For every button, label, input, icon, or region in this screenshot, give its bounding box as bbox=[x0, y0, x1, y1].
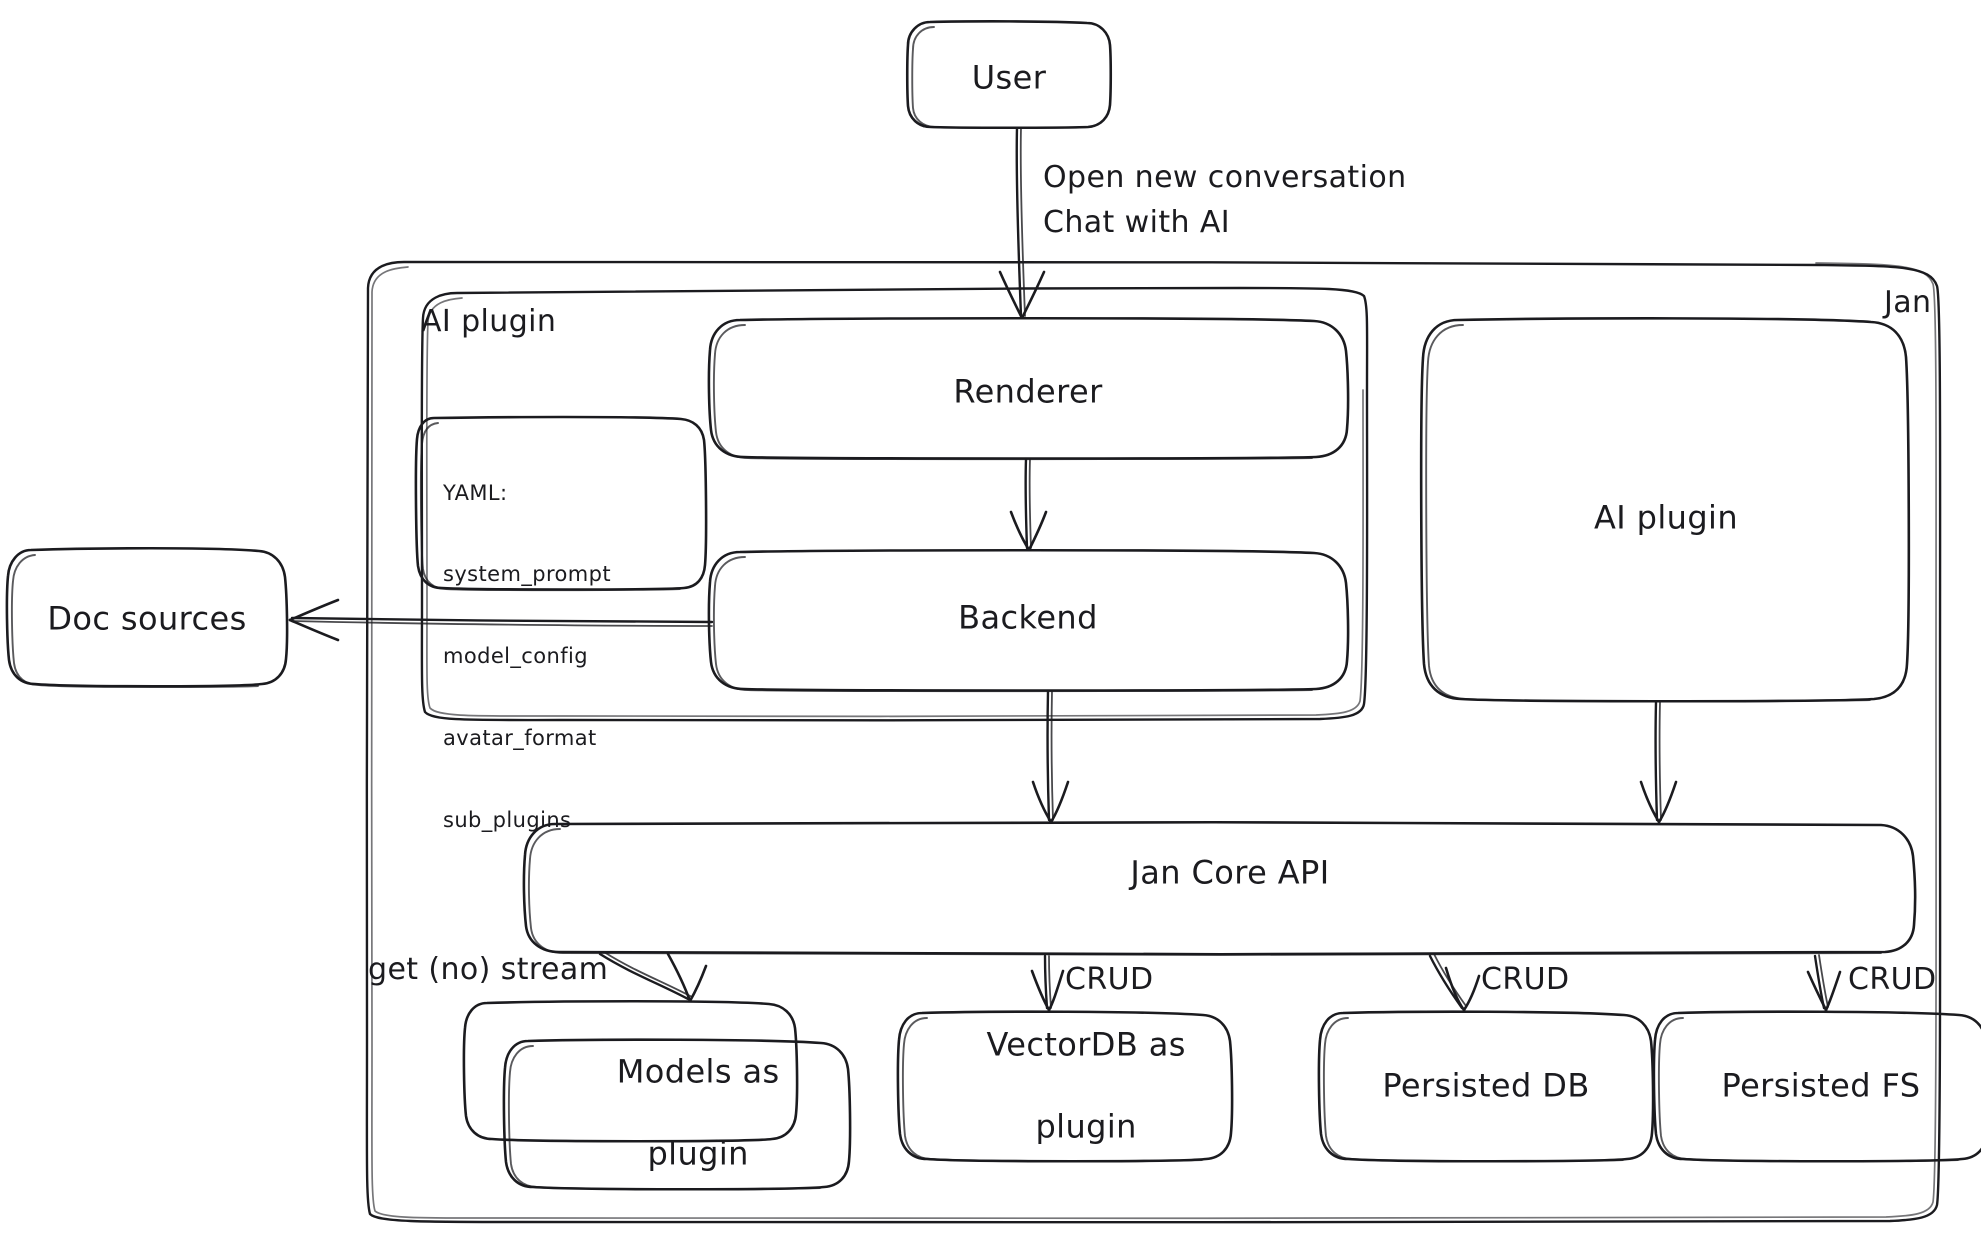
yaml-note-shape bbox=[414, 415, 708, 592]
yaml-note-text: YAML: system_prompt model_config avatar_… bbox=[443, 425, 611, 889]
node-label-models-plugin-line1: Models as bbox=[616, 1052, 780, 1091]
node-persisted-db-shape bbox=[1317, 1010, 1655, 1163]
node-label-models-plugin-line2: plugin bbox=[647, 1134, 749, 1173]
node-models-plugin-shape bbox=[502, 1038, 852, 1191]
node-label-vectordb-plugin-line1: VectorDB as bbox=[986, 1025, 1186, 1064]
node-backend-shape bbox=[707, 548, 1350, 693]
yaml-key-system-prompt: system_prompt bbox=[443, 562, 611, 587]
node-label-persisted-fs[interactable]: Persisted FS bbox=[1721, 1066, 1921, 1105]
node-label-vectordb-plugin[interactable]: VectorDB as plugin bbox=[944, 984, 1186, 1189]
edge-label-open-new-conversation: Open new conversation bbox=[1043, 160, 1407, 195]
edge-label-crud-vectordb: CRUD bbox=[1065, 962, 1154, 997]
edge-renderer-to-backend bbox=[1009, 457, 1048, 552]
node-models-plugin-back-shape bbox=[462, 999, 799, 1143]
node-persisted-fs-shape bbox=[1652, 1010, 1981, 1163]
yaml-key-sub-plugins: sub_plugins bbox=[443, 808, 572, 833]
node-label-doc-sources[interactable]: Doc sources bbox=[47, 599, 247, 638]
edge-label-crud-persisted-fs: CRUD bbox=[1848, 962, 1937, 997]
edge-label-get-no-stream: get (no) stream bbox=[368, 952, 609, 987]
yaml-key-avatar-format: avatar_format bbox=[443, 726, 597, 751]
node-label-user[interactable]: User bbox=[971, 58, 1047, 97]
node-label-ai-plugin[interactable]: AI plugin bbox=[1593, 498, 1739, 537]
container-jan bbox=[365, 260, 1942, 1224]
container-label-ai-plugin: AI plugin bbox=[421, 304, 557, 339]
container-label-jan: Jan bbox=[1884, 285, 1932, 320]
node-label-renderer[interactable]: Renderer bbox=[953, 372, 1103, 411]
yaml-heading: YAML: bbox=[443, 480, 508, 505]
yaml-key-model-config: model_config bbox=[443, 644, 588, 669]
node-vectordb-plugin-shape bbox=[896, 1010, 1234, 1163]
edge-ai-plugin-to-core-api bbox=[1639, 700, 1678, 824]
node-label-backend[interactable]: Backend bbox=[958, 598, 1098, 637]
edge-core-api-to-persisted-db bbox=[1428, 953, 1481, 1012]
node-label-persisted-db[interactable]: Persisted DB bbox=[1382, 1066, 1590, 1105]
node-label-jan-core-api[interactable]: Jan Core API bbox=[1130, 853, 1330, 892]
edge-user-to-renderer bbox=[998, 126, 1046, 320]
node-label-models-plugin[interactable]: Models as plugin bbox=[574, 1011, 779, 1216]
node-user-shape bbox=[905, 20, 1113, 130]
node-label-vectordb-plugin-line2: plugin bbox=[1035, 1107, 1137, 1146]
edge-backend-to-doc-sources bbox=[288, 598, 714, 642]
edge-core-api-to-vectordb bbox=[1030, 954, 1065, 1012]
edge-label-chat-with-ai: Chat with AI bbox=[1043, 205, 1230, 240]
edge-core-api-to-models bbox=[598, 951, 708, 1003]
node-jan-core-api-shape bbox=[522, 820, 1917, 956]
edge-label-crud-persisted-db: CRUD bbox=[1481, 962, 1570, 997]
node-renderer-shape bbox=[707, 316, 1350, 461]
edge-core-api-to-persisted-fs bbox=[1806, 954, 1842, 1012]
node-ai-plugin-shape bbox=[1419, 317, 1911, 703]
edge-backend-to-core-api bbox=[1031, 689, 1070, 824]
node-doc-sources-shape bbox=[5, 546, 289, 688]
